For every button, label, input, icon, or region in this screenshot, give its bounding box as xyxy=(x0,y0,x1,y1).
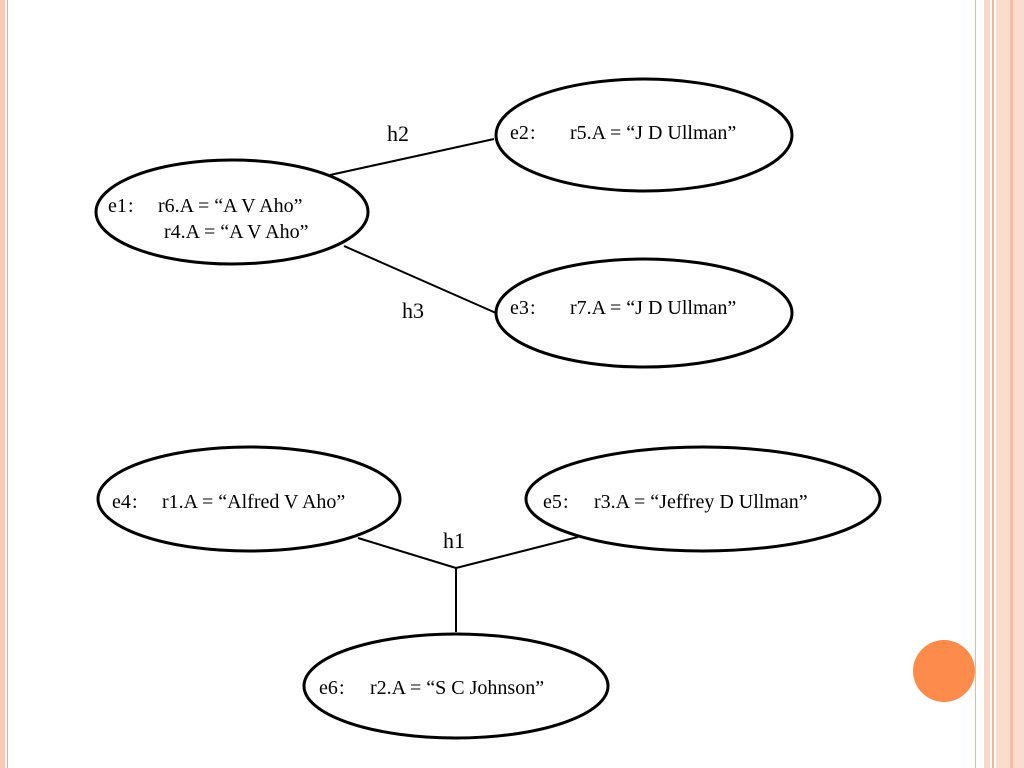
node-e6-id-colon: : xyxy=(339,677,345,699)
edge-lines xyxy=(329,138,579,632)
node-e4-line-1-text: .A = “Alfred V Aho” xyxy=(179,491,346,513)
node-e5-line-1-ref: r3 xyxy=(594,491,611,513)
node-e4-id-colon: : xyxy=(132,491,138,513)
node-e3-line-1-text: .A = “J D Ullman” xyxy=(587,297,737,319)
node-e3-id-colon: : xyxy=(530,297,536,319)
node-e6-line-1-text: .A = “S C Johnson” xyxy=(387,677,544,699)
node-e2-id-colon: : xyxy=(530,122,536,144)
edge-h1-label: h1 xyxy=(443,528,465,553)
edge-h3-label: h3 xyxy=(402,298,424,323)
node-e6-line-1: r2.A = “S C Johnson” xyxy=(370,677,544,699)
node-e2-line-1: r5.A = “J D Ullman” xyxy=(570,122,736,144)
node-e5-line-1: r3.A = “Jeffrey D Ullman” xyxy=(594,491,808,513)
node-e4-line-1: r1.A = “Alfred V Aho” xyxy=(162,491,345,513)
node-e5-line-1-text: .A = “Jeffrey D Ullman” xyxy=(611,491,808,513)
edge-h2-label: h2 xyxy=(387,121,409,146)
edge-h1-line-left xyxy=(357,537,457,569)
node-e1-ellipse xyxy=(94,158,370,266)
node-e4-id: e4 xyxy=(112,491,131,513)
edge-h1-line-right xyxy=(455,536,579,569)
node-e1-line-2-ref: r4 xyxy=(164,221,181,243)
right-border-line xyxy=(975,0,976,768)
right-border-stripe xyxy=(984,0,990,768)
node-e1-line-2-text: .A = “A V Aho” xyxy=(181,221,309,243)
orange-circle-decoration xyxy=(913,640,975,702)
node-e3-id: e3 xyxy=(510,297,529,319)
node-e1-line-1: r6.A = “A V Aho” xyxy=(158,195,302,217)
node-e1-id-colon: : xyxy=(128,195,134,217)
node-e3-line-1: r7.A = “J D Ullman” xyxy=(570,297,736,319)
right-border-line-3 xyxy=(1010,0,1013,768)
node-e1-line-2: r4.A = “A V Aho” xyxy=(164,221,308,243)
left-border-stripe xyxy=(0,0,5,768)
node-e1-id: e1 xyxy=(108,195,127,217)
node-e1-line-1-ref: r6 xyxy=(158,195,175,217)
node-e5-id-colon: : xyxy=(563,491,569,513)
node-e3-ellipse xyxy=(494,257,794,369)
node-e2-line-1-ref: r5 xyxy=(570,122,587,144)
node-e5-ellipse xyxy=(524,445,882,553)
node-e4-ellipse xyxy=(96,445,402,553)
node-e3-line-1-ref: r7 xyxy=(570,297,587,319)
node-e5-id: e5 xyxy=(543,491,562,513)
left-border-line xyxy=(7,0,8,768)
node-e2-ellipse xyxy=(494,77,794,193)
node-e2-id: e2 xyxy=(510,122,529,144)
node-e6-ellipse xyxy=(302,632,610,740)
node-e2-line-1-text: .A = “J D Ullman” xyxy=(587,122,737,144)
node-e6-line-1-ref: r2 xyxy=(370,677,387,699)
node-e1-line-1-text: .A = “A V Aho” xyxy=(175,195,303,217)
node-e4-line-1-ref: r1 xyxy=(162,491,179,513)
node-e6-id: e6 xyxy=(319,677,338,699)
edge-h2-line xyxy=(329,138,495,176)
edge-h3-line xyxy=(343,245,497,314)
right-border-line-2 xyxy=(992,0,994,768)
